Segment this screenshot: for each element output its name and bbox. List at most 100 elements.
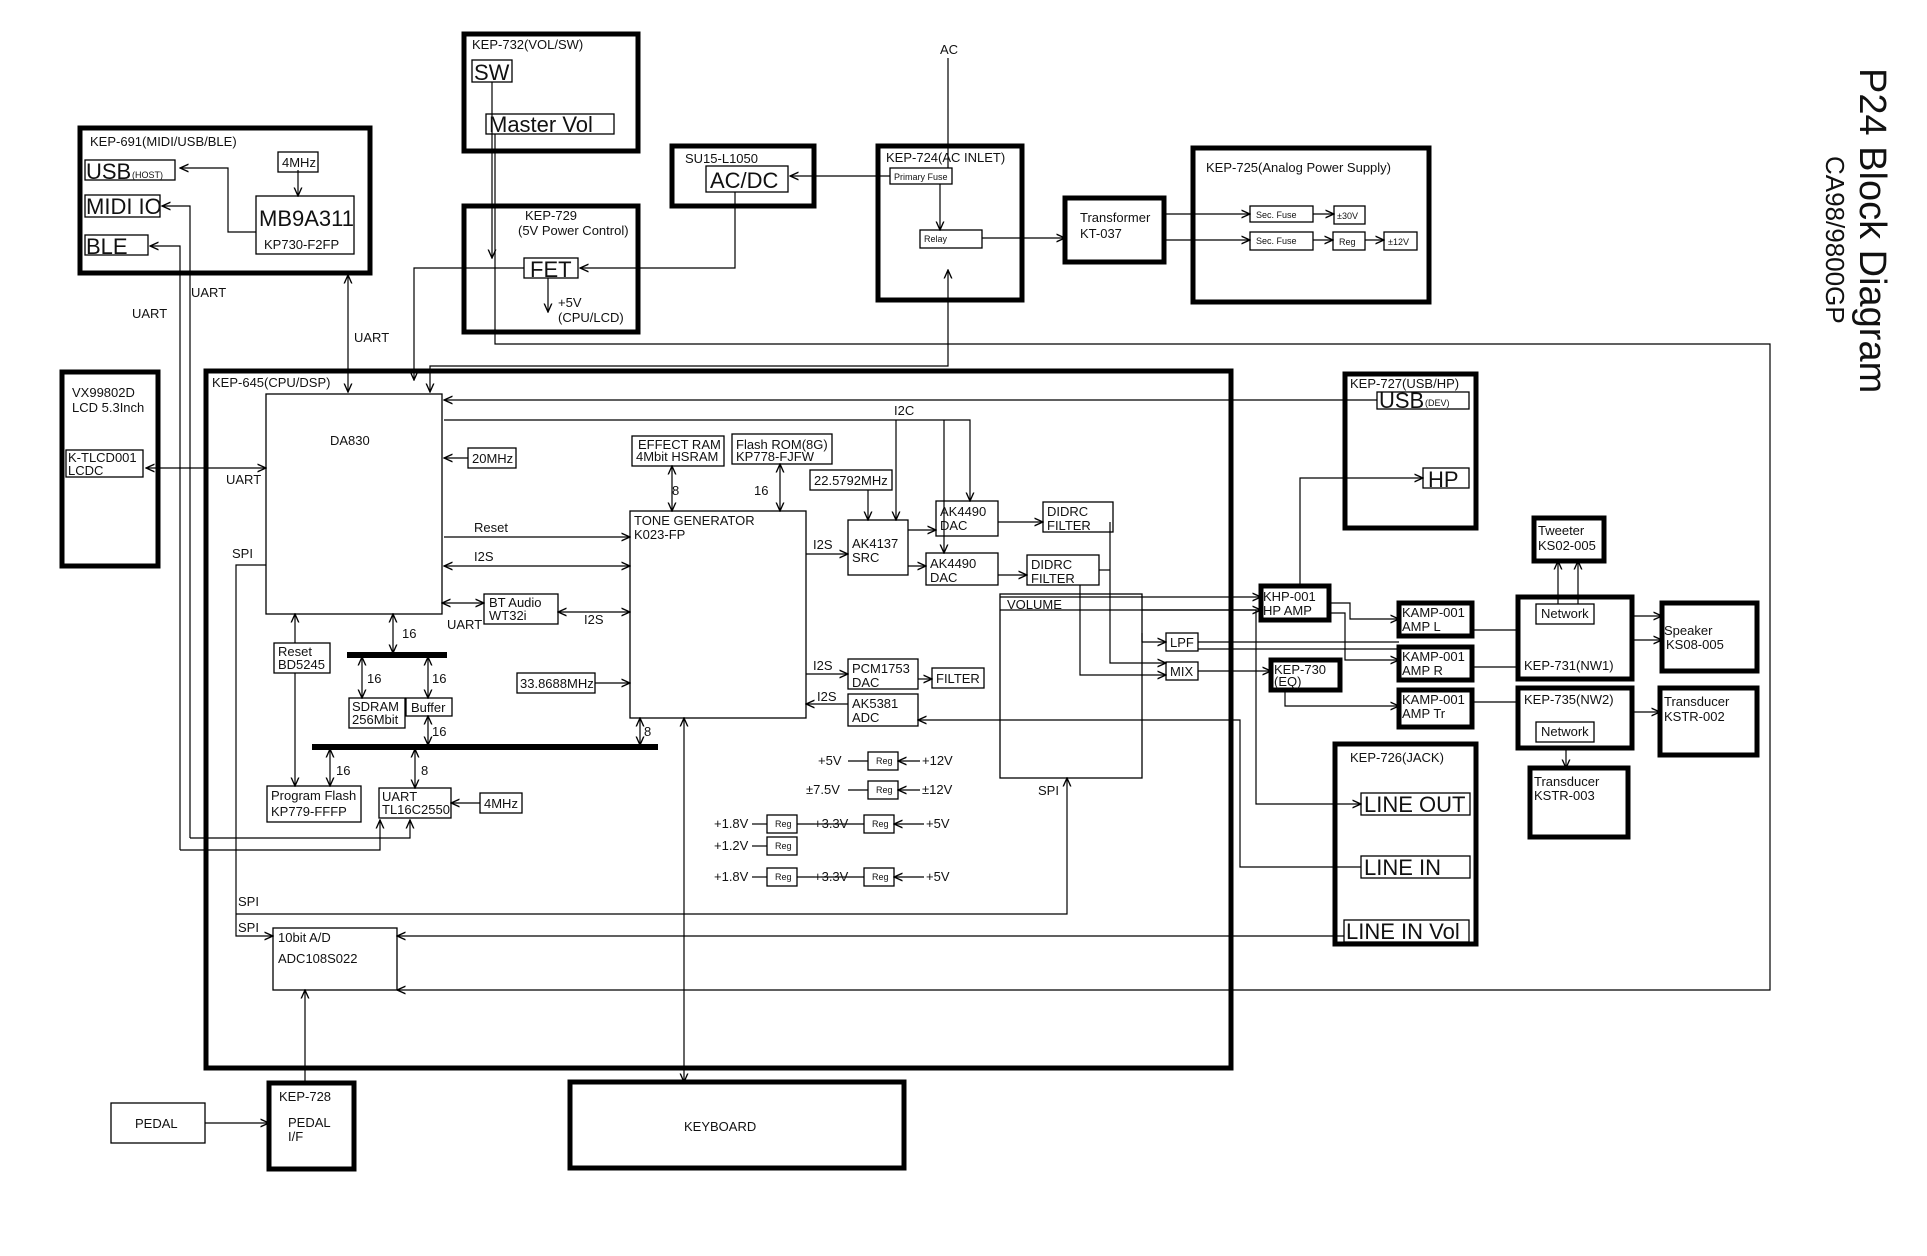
pedal-if-label: PEDAL — [288, 1115, 331, 1130]
tone-generator-box — [629, 510, 807, 719]
transducer1-label: Transducer — [1664, 694, 1730, 709]
out-5v-sub: (CPU/LCD) — [558, 310, 624, 325]
kamp-r-label: KAMP-001 — [1402, 649, 1465, 664]
didrc-1-box — [1042, 501, 1114, 533]
reg-3-label: Reg — [775, 819, 792, 829]
bus-16f-label: 16 — [754, 483, 768, 498]
reset-ic-part: BD5245 — [278, 657, 325, 672]
kep732-board — [461, 31, 641, 154]
sw-label: SW — [474, 60, 510, 85]
spi-label-3: SPI — [238, 920, 259, 935]
usb-dev-label: USB — [1379, 388, 1424, 413]
line-in-vol-label: LINE IN Vol — [1346, 919, 1460, 944]
kep735-label: KEP-735(NW2) — [1524, 692, 1614, 707]
uart-label-4: UART — [226, 472, 261, 487]
adc-label: ADC — [852, 710, 879, 725]
i2s-label-3: I2S — [813, 537, 833, 552]
bus-8b-label: 8 — [421, 763, 428, 778]
kp730-label: KP730-F2FP — [264, 237, 339, 252]
bus-16c-label: 16 — [432, 671, 446, 686]
adc10-label: 10bit A/D — [278, 930, 331, 945]
network-1-box — [1535, 603, 1595, 625]
bus-16d-label: 16 — [432, 724, 446, 739]
effect-ram-box — [631, 435, 725, 467]
prog-flash-part: KP779-FFFP — [271, 804, 347, 819]
transformer-label: Transformer — [1080, 210, 1151, 225]
kep727-label: KEP-727(USB/HP) — [1350, 376, 1459, 391]
ac-label: AC — [940, 42, 958, 57]
bt-audio-label: BT Audio — [489, 595, 542, 610]
tweeter-board — [1531, 515, 1607, 564]
lpf-label: LPF — [1170, 635, 1194, 650]
tone-generator-part: K023-FP — [634, 527, 685, 542]
filter-2-label: FILTER — [1031, 571, 1075, 586]
kamp-l-desc: AMP L — [1402, 619, 1441, 634]
keyboard-label: KEYBOARD — [684, 1119, 756, 1134]
khp001-label: KHP-001 — [1263, 589, 1316, 604]
keyboard-board — [567, 1079, 907, 1171]
volume-box — [999, 593, 1143, 779]
kep735-board — [1515, 685, 1635, 751]
reset-signal-label: Reset — [474, 520, 508, 535]
midi-io-label: MIDI IO — [86, 194, 162, 219]
kep691-board — [77, 125, 373, 276]
transducer1-board — [1657, 685, 1760, 758]
kep732-label: KEP-732(VOL/SW) — [472, 37, 583, 52]
ak4137-box — [847, 519, 909, 576]
kep724-label: KEP-724(AC INLET) — [886, 150, 1005, 165]
uart-label-3: UART — [354, 330, 389, 345]
kep731-label: KEP-731(NW1) — [1524, 658, 1614, 673]
kep729-desc: (5V Power Control) — [518, 223, 629, 238]
kamp-tr-label: KAMP-001 — [1402, 692, 1465, 707]
ak5381-box — [847, 693, 919, 727]
fet-label: FET — [530, 257, 572, 282]
ak5381-label: AK5381 — [852, 696, 898, 711]
bus-16b-label: 16 — [367, 671, 381, 686]
clock-22mhz-label: 22.5792MHz — [814, 473, 888, 488]
clock-22mhz-box — [809, 469, 893, 491]
kep725-board — [1190, 145, 1432, 305]
uart-label-1: UART — [132, 306, 167, 321]
kamp-r-desc: AMP R — [1402, 663, 1443, 678]
reg-p5v-2-label: +5V — [926, 816, 950, 831]
transformer-part: KT-037 — [1080, 226, 1122, 241]
mb9a311-label: MB9A311 — [259, 206, 354, 231]
reset-ic-label: Reset — [278, 644, 312, 659]
kep727-board — [1342, 371, 1479, 531]
reg-7-label: Reg — [872, 872, 889, 882]
pcm1753-label: PCM1753 — [852, 661, 910, 676]
transducer1-part: KSTR-002 — [1664, 709, 1725, 724]
prog-flash-box — [266, 785, 362, 823]
ak4137-label: AK4137 — [852, 536, 898, 551]
reg-p5v-3-label: +5V — [926, 869, 950, 884]
kep645-label: KEP-645(CPU/DSP) — [212, 375, 330, 390]
flash-rom-label: Flash ROM(8G) — [736, 437, 828, 452]
speaker-part: KS08-005 — [1666, 637, 1724, 652]
out-30v-label: ±30V — [1337, 211, 1358, 221]
ak4490-1-label: AK4490 — [940, 504, 986, 519]
line-out-label: LINE OUT — [1364, 792, 1465, 817]
bus-16a-label: 16 — [402, 626, 416, 641]
reset-ic-box — [273, 642, 331, 674]
reg-1-label: Reg — [876, 756, 893, 766]
reg-p12v-2-label: +1.2V — [714, 838, 749, 853]
reg-p18v-2-label: +1.8V — [714, 869, 749, 884]
kep726-board — [1332, 741, 1479, 947]
reg-4-label: Reg — [872, 819, 889, 829]
network-1-label: Network — [1541, 606, 1589, 621]
i2s-label-4: I2S — [813, 658, 833, 673]
spi-label-1: SPI — [232, 546, 253, 561]
dac-1-label: DAC — [940, 518, 967, 533]
transducer2-label: Transducer — [1534, 774, 1600, 789]
reg-p33v-1-label: +3.3V — [814, 816, 849, 831]
kep730-label: KEP-730 — [1274, 662, 1326, 677]
hp-label: HP — [1428, 467, 1459, 492]
usb-host-label: USB — [86, 159, 131, 184]
effect-ram-part: 4Mbit HSRAM — [636, 449, 718, 464]
filter-3-label: FILTER — [936, 671, 980, 686]
bt-audio-part: WT32i — [489, 608, 527, 623]
tweeter-label: Tweeter — [1538, 523, 1585, 538]
pedal-label: PEDAL — [135, 1116, 178, 1131]
line-in-label: LINE IN — [1364, 855, 1441, 880]
su15-label: SU15-L1050 — [685, 151, 758, 166]
